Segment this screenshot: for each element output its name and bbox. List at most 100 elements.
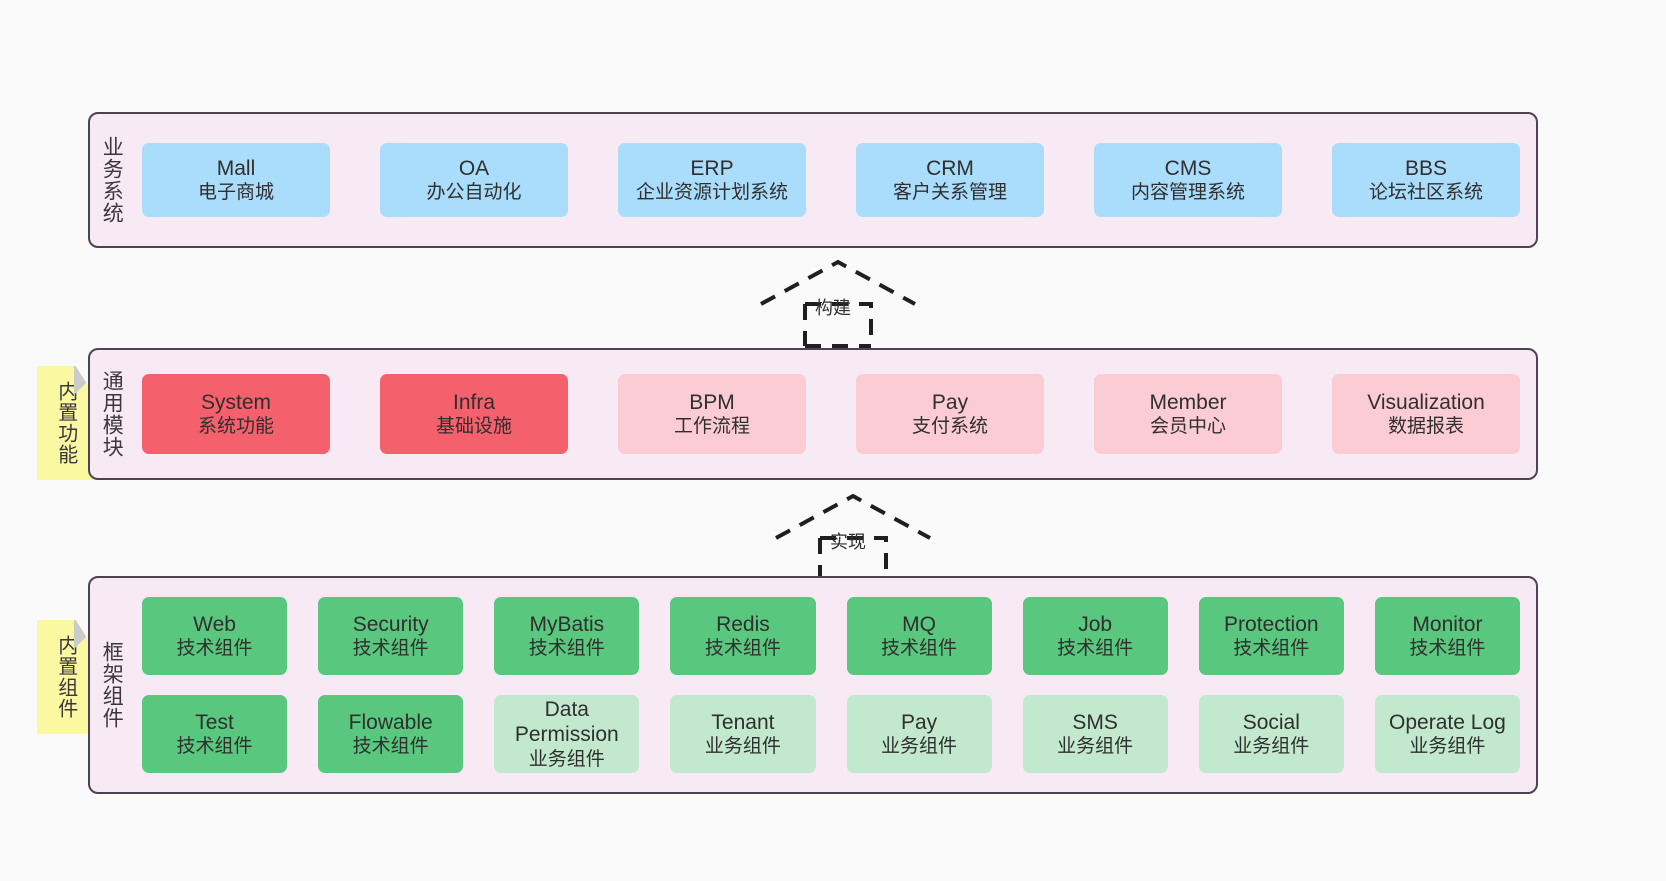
note-builtin-function: 内置功能 [37,366,93,480]
layer-business-row: Mall 电子商城 OA 办公自动化 ERP 企业资源计划系统 CRM 客户关系… [142,143,1520,217]
node-data-permission[interactable]: Data Permission 业务组件 [494,695,640,773]
layer-common-modules: 通用模块 System 系统功能 Infra 基础设施 BPM 工作流程 Pay… [88,348,1538,480]
node-visualization-name: Visualization [1367,390,1485,414]
node-bbs[interactable]: BBS 论坛社区系统 [1332,143,1520,217]
layer-common-row: System 系统功能 Infra 基础设施 BPM 工作流程 Pay 支付系统… [142,374,1520,454]
node-pay-module-name: Pay [931,390,969,414]
node-mall-name: Mall [216,156,256,180]
node-redis-name: Redis [716,612,770,636]
node-job-name: Job [1078,612,1113,636]
node-social-desc: 业务组件 [1233,736,1310,758]
node-mall[interactable]: Mall 电子商城 [142,143,330,217]
node-pay-module[interactable]: Pay 支付系统 [856,374,1044,454]
node-cms[interactable]: CMS 内容管理系统 [1094,143,1282,217]
node-job[interactable]: Job 技术组件 [1022,597,1168,675]
note-builtin-component: 内置组件 [37,620,93,734]
layer-body-common: System 系统功能 Infra 基础设施 BPM 工作流程 Pay 支付系统… [132,350,1536,478]
node-operate-log-name: Operate Log [1389,710,1506,734]
node-monitor[interactable]: Monitor 技术组件 [1374,597,1520,675]
node-operate-log[interactable]: Operate Log 业务组件 [1374,695,1520,773]
note-builtin-function-label: 内置功能 [54,381,77,465]
connector-implement-label: 实现 [830,532,866,552]
node-mq-desc: 技术组件 [881,638,958,660]
node-mybatis-desc: 技术组件 [528,638,605,660]
node-test[interactable]: Test 技术组件 [142,695,288,773]
node-cms-desc: 内容管理系统 [1130,182,1245,204]
node-protection-name: Protection [1224,612,1319,636]
node-monitor-name: Monitor [1412,612,1483,636]
node-tenant[interactable]: Tenant 业务组件 [670,695,816,773]
node-security[interactable]: Security 技术组件 [318,597,464,675]
layer-body-business: Mall 电子商城 OA 办公自动化 ERP 企业资源计划系统 CRM 客户关系… [132,114,1536,246]
node-system[interactable]: System 系统功能 [142,374,330,454]
node-web[interactable]: Web 技术组件 [142,597,288,675]
node-redis-desc: 技术组件 [704,638,781,660]
node-mall-desc: 电子商城 [197,182,274,204]
node-sms-name: SMS [1072,710,1118,734]
node-infra[interactable]: Infra 基础设施 [380,374,568,454]
node-web-desc: 技术组件 [176,638,253,660]
node-bbs-desc: 论坛社区系统 [1368,182,1483,204]
node-flowable[interactable]: Flowable 技术组件 [318,695,464,773]
node-protection-desc: 技术组件 [1233,638,1310,660]
node-flowable-name: Flowable [348,710,433,734]
connector-build: 构建 [748,256,928,348]
node-bpm[interactable]: BPM 工作流程 [618,374,806,454]
node-data-permission-desc: 业务组件 [528,749,605,771]
node-operate-log-desc: 业务组件 [1409,736,1486,758]
layer-framework-row-1: Web 技术组件 Security 技术组件 MyBatis 技术组件 Redi… [142,597,1520,675]
connector-implement: 实现 [763,490,943,582]
node-social-name: Social [1242,710,1300,734]
node-pay-component-desc: 业务组件 [881,736,958,758]
layer-framework-row-2: Test 技术组件 Flowable 技术组件 Data Permission … [142,695,1520,773]
node-test-name: Test [195,710,234,734]
node-member-desc: 会员中心 [1149,416,1226,438]
node-social[interactable]: Social 业务组件 [1198,695,1344,773]
node-bpm-desc: 工作流程 [673,416,750,438]
node-infra-desc: 基础设施 [435,416,512,438]
node-tenant-name: Tenant [711,710,775,734]
connector-build-glyph [760,259,916,348]
node-crm[interactable]: CRM 客户关系管理 [856,143,1044,217]
layer-title-business: 业务系统 [100,136,124,224]
node-pay-module-desc: 支付系统 [911,416,988,438]
node-monitor-desc: 技术组件 [1409,638,1486,660]
node-oa[interactable]: OA 办公自动化 [380,143,568,217]
layer-title-framework: 框架组件 [100,641,124,729]
node-cms-name: CMS [1164,156,1212,180]
note-builtin-component-label: 内置组件 [54,635,77,719]
node-bbs-name: BBS [1404,156,1448,180]
layer-body-framework: Web 技术组件 Security 技术组件 MyBatis 技术组件 Redi… [132,578,1536,792]
node-pay-component[interactable]: Pay 业务组件 [846,695,992,773]
layer-framework-components: 框架组件 Web 技术组件 Security 技术组件 MyBatis 技术组件… [88,576,1538,794]
node-test-desc: 技术组件 [176,736,253,758]
node-oa-desc: 办公自动化 [426,182,522,204]
node-erp-desc: 企业资源计划系统 [635,182,788,204]
node-protection[interactable]: Protection 技术组件 [1198,597,1344,675]
node-system-desc: 系统功能 [197,416,274,438]
node-member[interactable]: Member 会员中心 [1094,374,1282,454]
node-mq[interactable]: MQ 技术组件 [846,597,992,675]
node-member-name: Member [1149,390,1227,414]
node-flowable-desc: 技术组件 [352,736,429,758]
node-data-permission-name: Data Permission [514,697,619,747]
layer-business-systems: 业务系统 Mall 电子商城 OA 办公自动化 ERP 企业资源计划系统 CRM… [88,112,1538,248]
node-redis[interactable]: Redis 技术组件 [670,597,816,675]
node-sms[interactable]: SMS 业务组件 [1022,695,1168,773]
node-mq-name: MQ [902,612,936,636]
node-bpm-name: BPM [689,390,735,414]
node-mybatis[interactable]: MyBatis 技术组件 [494,597,640,675]
node-security-desc: 技术组件 [352,638,429,660]
layer-title-common: 通用模块 [100,370,124,458]
node-crm-name: CRM [926,156,974,180]
connector-build-label: 构建 [815,298,851,318]
node-visualization-desc: 数据报表 [1387,416,1464,438]
node-visualization[interactable]: Visualization 数据报表 [1332,374,1520,454]
node-erp-name: ERP [690,156,734,180]
node-sms-desc: 业务组件 [1057,736,1134,758]
node-oa-name: OA [458,156,490,180]
node-erp[interactable]: ERP 企业资源计划系统 [618,143,806,217]
node-web-name: Web [193,612,236,636]
node-security-name: Security [352,612,429,636]
node-crm-desc: 客户关系管理 [892,182,1007,204]
